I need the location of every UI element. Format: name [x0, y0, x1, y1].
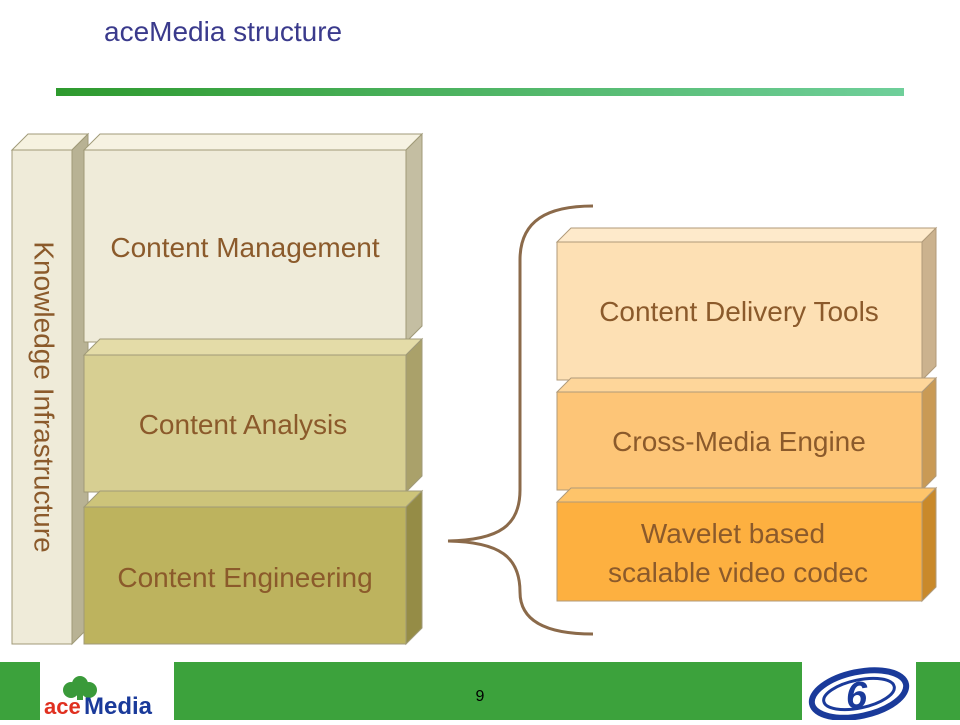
footer-bar: ace Media 6	[0, 662, 960, 721]
title-underline	[56, 88, 904, 96]
content-engineering-label: Content Engineering	[117, 562, 372, 593]
acemedia-logo-media: Media	[84, 693, 153, 720]
layer-cross-media-engine: Cross-Media Engine	[555, 376, 938, 492]
layer-content-engineering: Content Engineering	[82, 489, 424, 646]
layer-content-delivery-tools: Content Delivery Tools	[555, 226, 938, 382]
fp6-logo-number: 6	[846, 675, 868, 717]
fp6-logo: 6	[802, 662, 916, 721]
wavelet-codec-label-line-2: scalable video codec	[608, 557, 868, 588]
curly-brace	[447, 204, 594, 636]
acemedia-logo-ace: ace	[44, 694, 81, 719]
content-management-label: Content Management	[110, 232, 380, 263]
page-number: 9	[475, 688, 485, 705]
slide-title: aceMedia structure	[104, 16, 343, 47]
content-analysis-label: Content Analysis	[139, 409, 348, 440]
wavelet-codec-label-line-1: Wavelet based	[641, 518, 825, 549]
layer-wavelet-codec: Wavelet based scalable video codec	[555, 486, 938, 603]
layer-content-management: Content Management	[82, 132, 424, 344]
knowledge-infrastructure-bar: Knowledge Infrastructure	[10, 132, 90, 646]
layer-content-analysis: Content Analysis	[82, 337, 424, 494]
content-delivery-tools-label: Content Delivery Tools	[599, 296, 879, 327]
knowledge-infrastructure-label: Knowledge Infrastructure	[29, 241, 60, 552]
acemedia-logo: ace Media	[40, 662, 174, 720]
cross-media-engine-label: Cross-Media Engine	[612, 426, 866, 457]
